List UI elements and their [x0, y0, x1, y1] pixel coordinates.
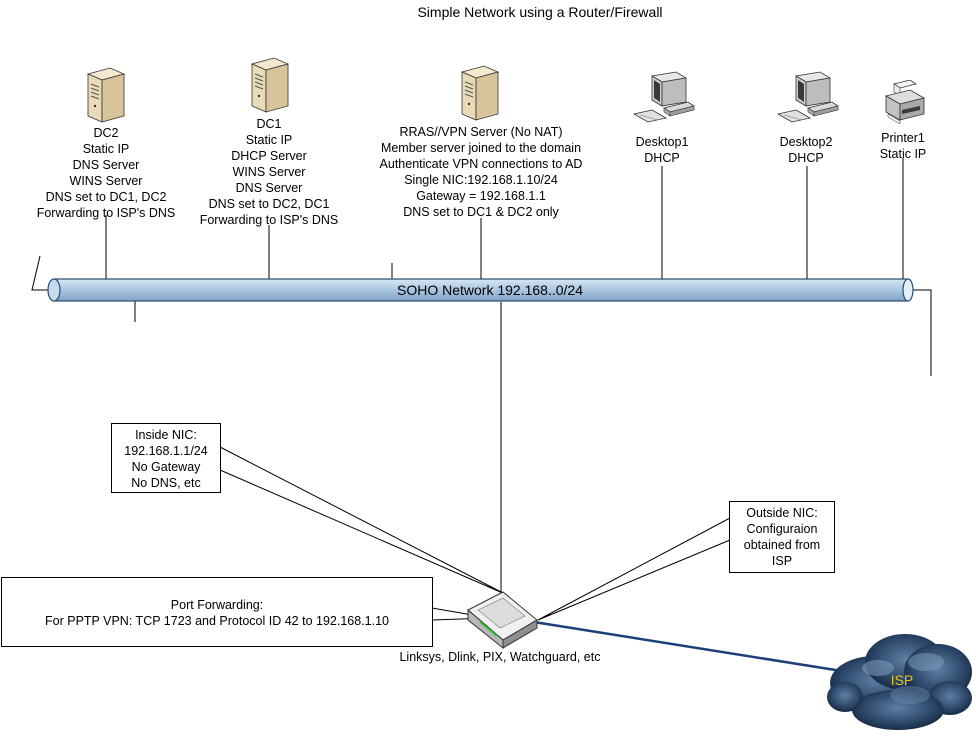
diagram-title: Simple Network using a Router/Firewall — [417, 4, 663, 20]
node-label-printer1: Printer1 Static IP — [879, 131, 927, 161]
port-forwarding-callout: Port Forwarding: For PPTP VPN: TCP 1723 … — [1, 577, 433, 647]
inside-nic-pointer — [219, 446, 506, 595]
desktop-computer-icon — [776, 71, 839, 123]
cloud-icon — [827, 634, 972, 730]
node-label-desktop2: Desktop2 DHCP — [779, 135, 833, 165]
printer-icon — [884, 80, 926, 125]
router-label: Linksys, Dlink, PIX, Watchguard, etc — [399, 650, 601, 664]
outside-nic-pointer — [537, 517, 731, 621]
inside-nic-callout: Inside NIC: 192.168.1.1/24 No Gateway No… — [111, 423, 221, 493]
node-label-desktop1: Desktop1 DHCP — [635, 135, 689, 165]
network-bus-pipe — [47, 278, 914, 302]
server-icon — [86, 67, 126, 123]
server-icon — [250, 57, 290, 113]
router-icon — [467, 591, 538, 650]
wan-link — [533, 620, 849, 674]
isp-label: ISP — [890, 672, 914, 688]
outside-nic-callout: Outside NIC: Configuraion obtained from … — [729, 501, 835, 573]
node-label-rras: RRAS//VPN Server (No NAT) Member server … — [379, 125, 583, 219]
network-bus-label: SOHO Network 192.168..0/24 — [397, 282, 583, 298]
node-label-dc1: DC1 Static IP DHCP Server WINS Server DN… — [199, 117, 339, 227]
server-icon — [460, 65, 500, 121]
tap-line — [910, 289, 932, 376]
desktop-computer-icon — [632, 71, 695, 123]
node-label-dc2: DC2 Static IP DNS Server WINS Server DNS… — [36, 126, 176, 220]
tap-line — [31, 255, 50, 291]
